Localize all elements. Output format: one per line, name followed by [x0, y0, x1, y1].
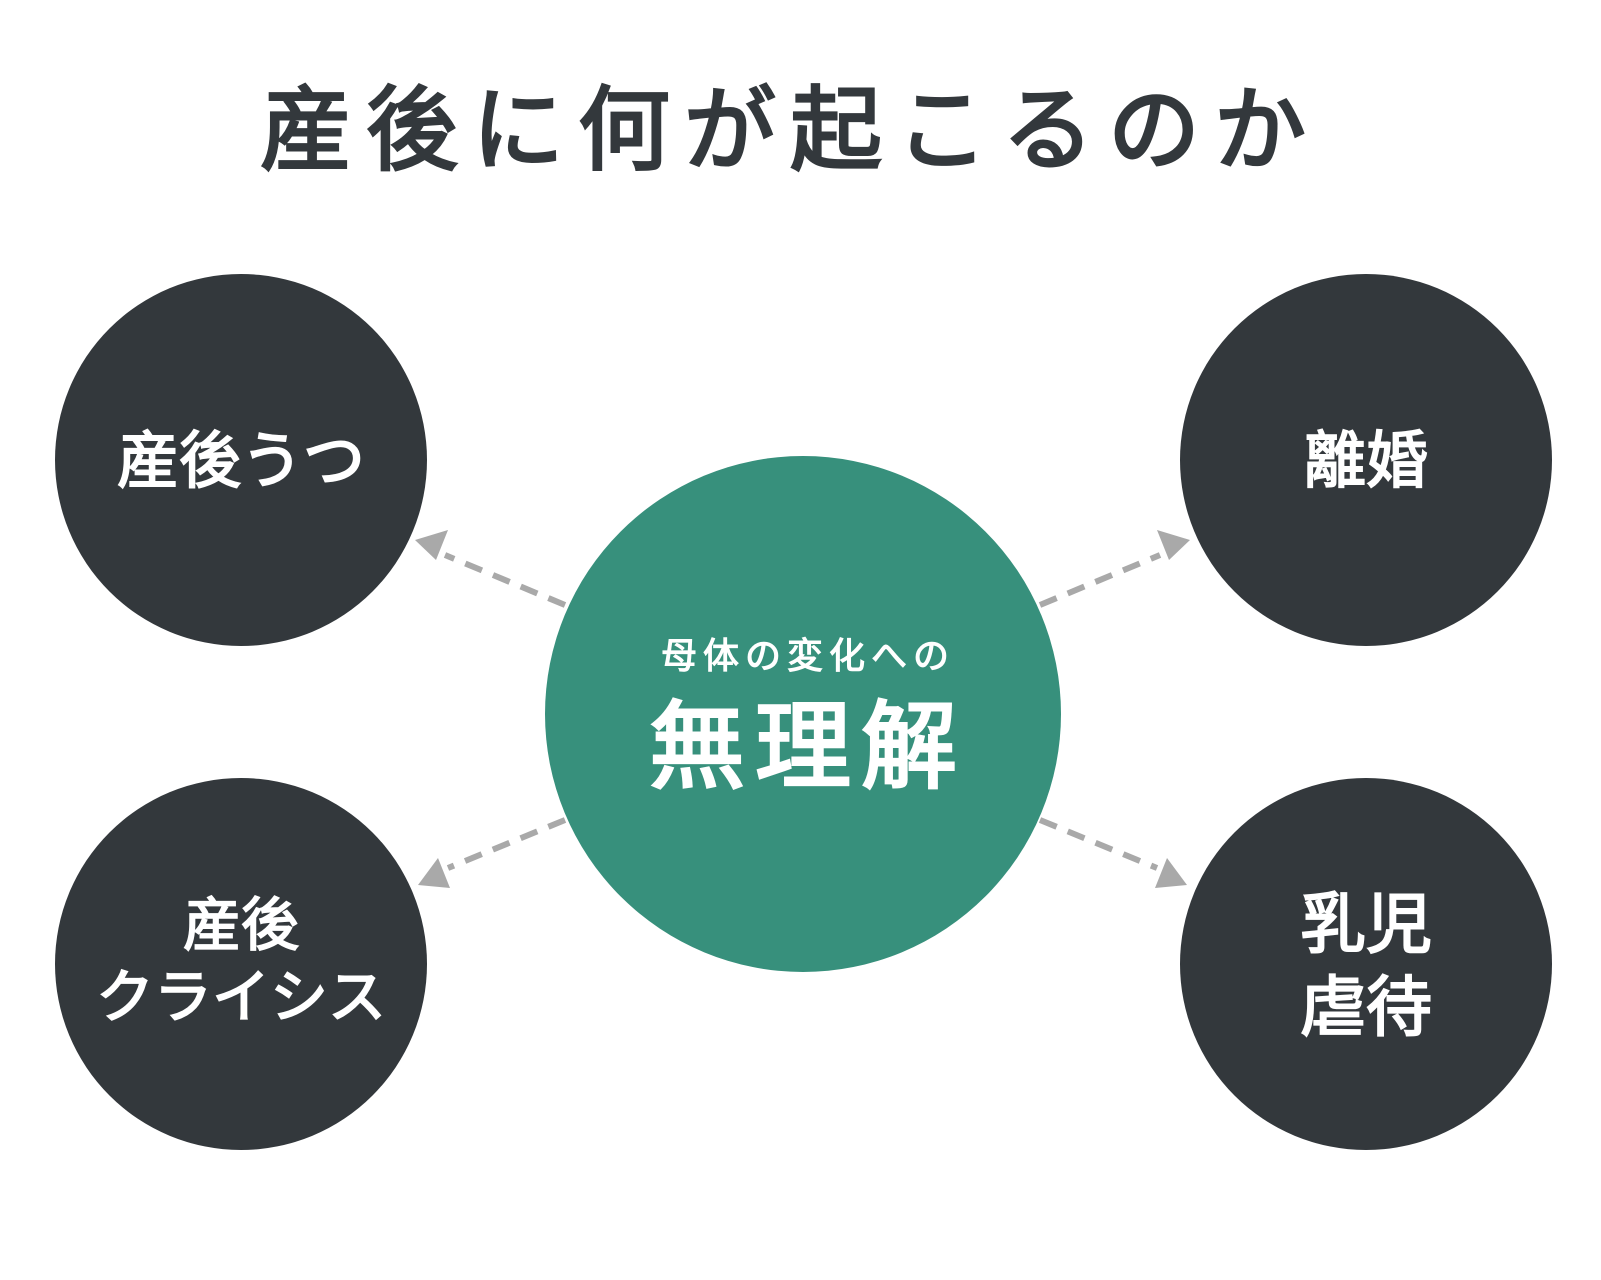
outcome-postpartum-crisis: 産後 クライシス: [55, 778, 427, 1150]
arrow-to-postpartum-crisis: [418, 817, 567, 888]
outcome-divorce: 離婚: [1180, 274, 1552, 646]
arrow-to-child-abuse: [1038, 817, 1187, 888]
page-title: 産後に何が起こるのか: [260, 77, 1320, 184]
center-cause: 母体の変化への 無理解: [545, 456, 1061, 972]
outcome-label: 産後: [183, 891, 300, 959]
arrow-to-divorce: [1038, 530, 1190, 608]
outcome-label: 産後うつ: [117, 424, 365, 497]
center-subtitle: 母体の変化への: [661, 635, 955, 677]
outcome-postpartum-depression: 産後うつ: [55, 274, 427, 646]
outcome-label: 離婚: [1304, 424, 1428, 497]
center-main: 無理解: [649, 691, 967, 803]
outcome-label: クライシス: [96, 963, 386, 1031]
outcome-child-abuse: 乳児 虐待: [1180, 778, 1552, 1150]
outcome-label: 乳児: [1300, 886, 1432, 963]
outcome-label: 虐待: [1300, 969, 1432, 1046]
arrow-to-postpartum-depression: [415, 530, 567, 608]
